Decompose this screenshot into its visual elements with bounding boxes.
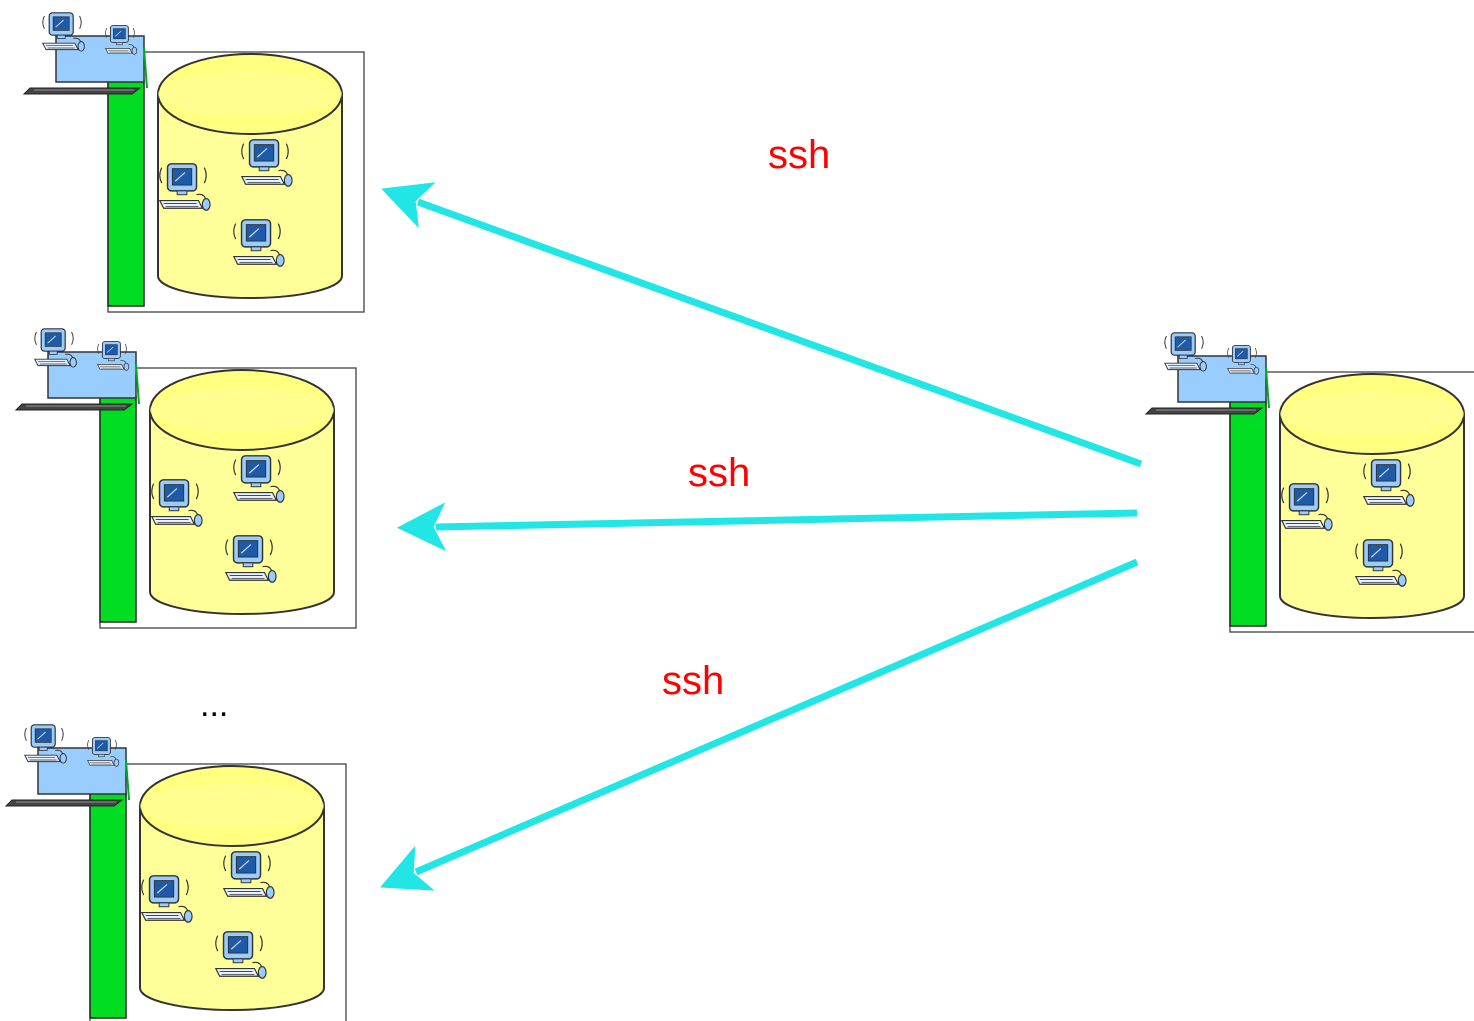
ssh-label-3: ssh xyxy=(662,659,724,703)
remote-server-1 xyxy=(24,13,364,312)
ssh-arrow-2 xyxy=(396,502,1138,552)
ssh-arrow-3 xyxy=(379,558,1139,891)
ssh-arrow-1 xyxy=(381,182,1143,468)
ssh-label-2: ssh xyxy=(688,451,750,495)
remote-server-3 xyxy=(6,725,346,1021)
ssh-label-1: ssh xyxy=(768,133,830,177)
more-servers-ellipsis: ... xyxy=(200,686,228,724)
remote-server-2 xyxy=(16,329,356,628)
local-server xyxy=(1146,333,1474,632)
